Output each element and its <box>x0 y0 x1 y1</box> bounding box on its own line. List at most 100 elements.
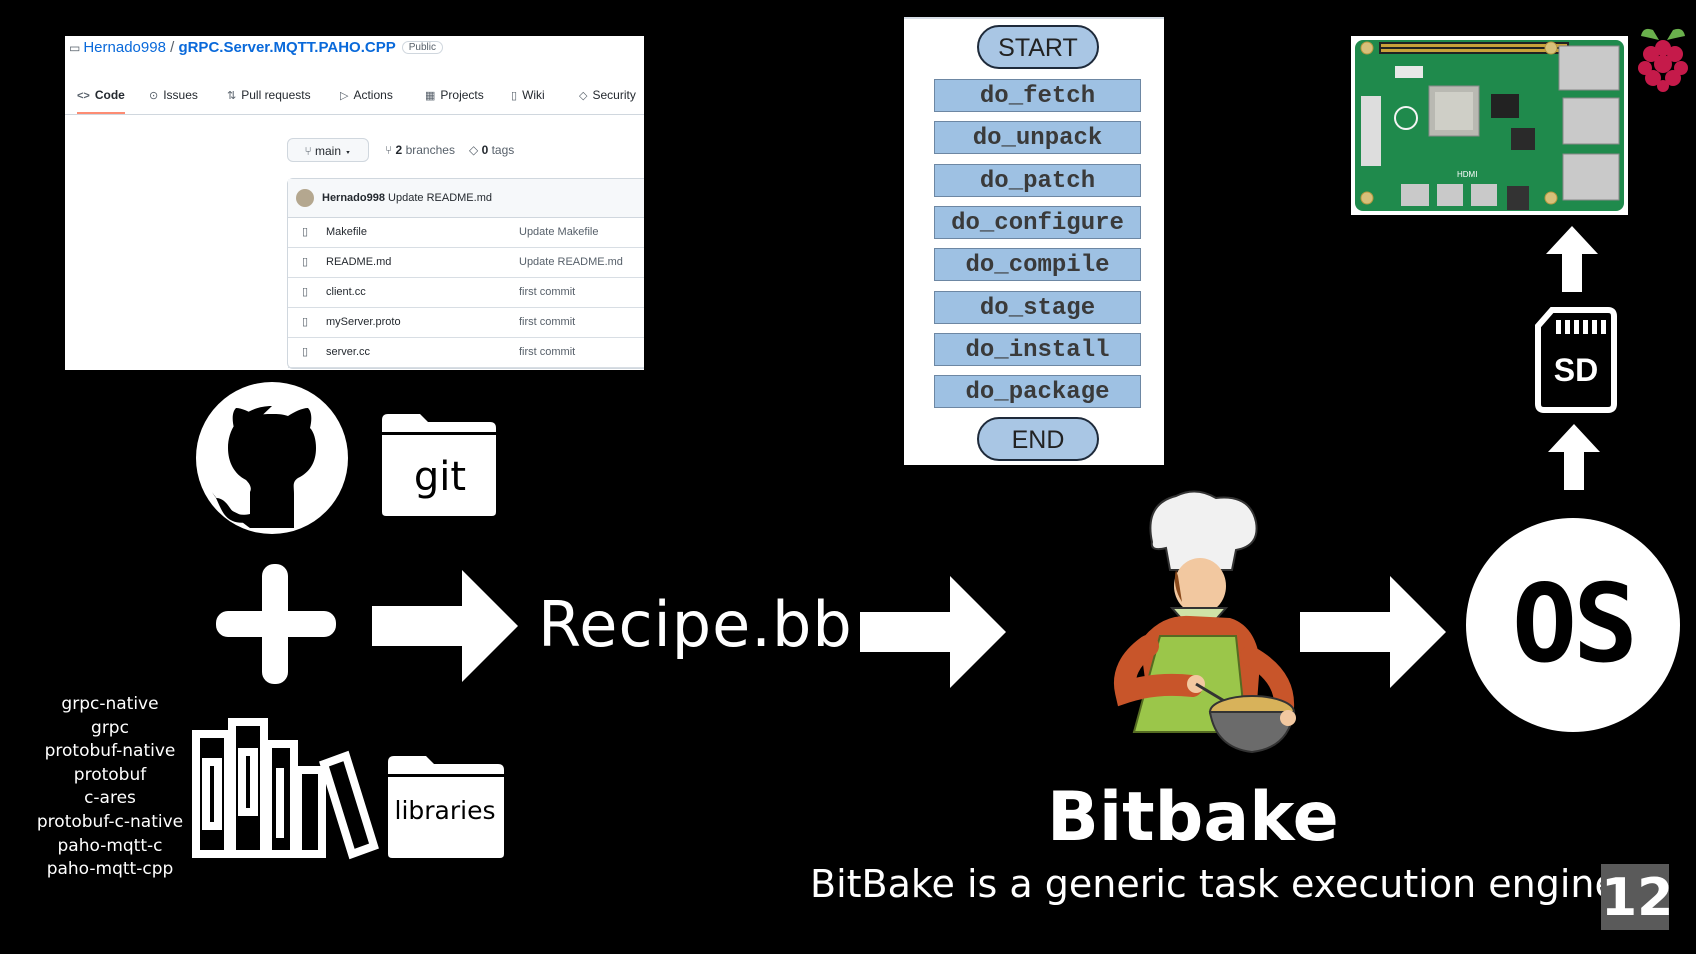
avatar[interactable] <box>296 189 314 208</box>
raspberry-pi-logo <box>1638 28 1688 92</box>
commit-message-link[interactable]: first commit <box>519 316 576 328</box>
tag-icon: ◇ <box>469 143 482 157</box>
libraries-folder-label: libraries <box>394 796 496 825</box>
repo-icon: ▭ <box>69 41 81 55</box>
arrow-up-icon <box>1546 226 1598 292</box>
os-icon: OS <box>1466 518 1680 732</box>
file-name-link[interactable]: server.cc <box>326 346 371 358</box>
repo-name-link[interactable]: gRPC.Server.MQTT.PAHO.CPP <box>178 39 396 56</box>
sd-card-icon <box>1535 307 1617 413</box>
library-item: c-ares <box>84 788 136 809</box>
issues-icon: ⊙ <box>149 90 159 102</box>
wiki-icon: ▯ <box>511 90 518 102</box>
tags-link[interactable]: ◇ 0 tags <box>469 138 514 162</box>
tags-count: 0 <box>481 143 489 157</box>
task-step: do_install <box>934 332 1141 366</box>
repo-separator: / <box>170 39 175 56</box>
file-icon: ▯ <box>302 286 309 298</box>
table-row: ▯ myServer.proto first commit <box>288 308 644 338</box>
file-icon: ▯ <box>302 256 309 268</box>
commit-message[interactable]: Update README.md <box>388 192 492 204</box>
task-step: do_compile <box>934 248 1141 282</box>
file-icon: ▯ <box>302 316 309 328</box>
commit-message-link[interactable]: first commit <box>519 346 576 358</box>
latest-commit: Hernado998 Update README.md <box>288 179 644 218</box>
tab-label: Issues <box>163 88 198 102</box>
repo-owner-link[interactable]: Hernado998 <box>83 39 166 56</box>
tab-label: Wiki <box>522 88 545 102</box>
actions-icon: ▷ <box>340 90 349 102</box>
chef-illustration <box>1114 490 1296 754</box>
commit-message-link[interactable]: Update Makefile <box>519 226 599 238</box>
file-icon: ▯ <box>302 226 309 238</box>
arrow-right-icon <box>372 570 518 682</box>
file-name-link[interactable]: README.md <box>326 256 392 268</box>
tab-label: Projects <box>440 88 484 102</box>
books-icon <box>192 718 379 860</box>
library-item: protobuf <box>73 764 147 785</box>
tab-label: Pull requests <box>241 88 311 102</box>
end-node: END <box>977 417 1099 461</box>
branch-name: main <box>314 144 341 158</box>
sd-label: SD <box>1553 352 1599 388</box>
tab-projects[interactable]: ▦ Projects <box>425 76 484 114</box>
tab-label: Code <box>94 88 125 102</box>
branch-selector[interactable]: ⑂ main ▾ <box>287 138 369 162</box>
branches-count: 2 <box>395 143 403 157</box>
tab-security[interactable]: ◇ Security <box>579 76 636 114</box>
library-item: paho-mqtt-cpp <box>46 859 174 880</box>
chevron-down-icon: ▾ <box>344 144 352 158</box>
file-name-link[interactable]: myServer.proto <box>326 316 401 328</box>
library-item: grpc-native <box>61 694 159 714</box>
start-node: START <box>977 25 1099 69</box>
table-row: ▯ Makefile Update Makefile <box>288 218 644 248</box>
pull-request-icon: ⇅ <box>227 90 237 102</box>
tab-label: Security <box>592 88 636 102</box>
commit-message-link[interactable]: first commit <box>519 286 576 298</box>
branch-icon: ⑂ <box>304 144 315 158</box>
tab-issues[interactable]: ⊙ Issues <box>149 76 198 114</box>
bitbake-task-list: START do_fetch do_unpack do_patch do_config… <box>904 17 1164 465</box>
bitbake-title: Bitbake <box>1047 778 1339 857</box>
arrow-up-icon <box>1548 424 1600 490</box>
table-row: ▯ README.md Update README.md <box>288 248 644 278</box>
security-icon: ◇ <box>579 90 588 102</box>
branches-link[interactable]: ⑂ 2 branches <box>385 138 455 162</box>
file-icon: ▯ <box>302 346 309 358</box>
commit-author[interactable]: Hernado998 <box>322 192 385 204</box>
visibility-badge: Public <box>401 41 443 54</box>
task-step: do_patch <box>934 163 1141 197</box>
tab-code[interactable]: <>Code <box>77 76 125 114</box>
task-step: do_configure <box>934 205 1141 239</box>
projects-icon: ▦ <box>425 90 436 102</box>
tab-label: Actions <box>353 88 393 102</box>
library-item: protobuf-native <box>44 741 176 762</box>
library-item: grpc <box>91 717 129 738</box>
file-name-link[interactable]: client.cc <box>326 286 366 298</box>
bitbake-subtitle: BitBake is a generic task execution engi… <box>810 862 1618 906</box>
arrow-right-icon <box>860 576 1006 688</box>
raspberry-pi-board-image: HDMI <box>1351 36 1628 215</box>
recipe-label: Recipe.bb <box>538 588 853 661</box>
git-folder-label: git <box>413 454 467 500</box>
repo-tabs: <>Code ⊙ Issues ⇅ Pull requests ▷ Actions ▦ Proj… <box>65 76 644 115</box>
task-step: do_stage <box>934 290 1141 324</box>
commit-message-link[interactable]: Update README.md <box>519 256 623 268</box>
task-step: do_unpack <box>934 121 1141 155</box>
task-step: do_fetch <box>934 79 1141 112</box>
tab-wiki[interactable]: ▯ Wiki <box>511 76 545 114</box>
table-row: ▯ client.cc first commit <box>288 278 644 308</box>
table-row: ▯ server.cc first commit <box>288 338 644 368</box>
tab-pull-requests[interactable]: ⇅ Pull requests <box>227 76 311 114</box>
branches-label: branches <box>405 143 455 157</box>
git-folder-icon <box>382 414 496 516</box>
task-step: do_package <box>934 375 1141 409</box>
hdmi-label: HDMI <box>1457 170 1477 179</box>
file-name-link[interactable]: Makefile <box>326 226 367 238</box>
plus-icon <box>216 564 336 684</box>
tab-actions[interactable]: ▷ Actions <box>340 76 393 114</box>
github-icon <box>196 382 348 534</box>
